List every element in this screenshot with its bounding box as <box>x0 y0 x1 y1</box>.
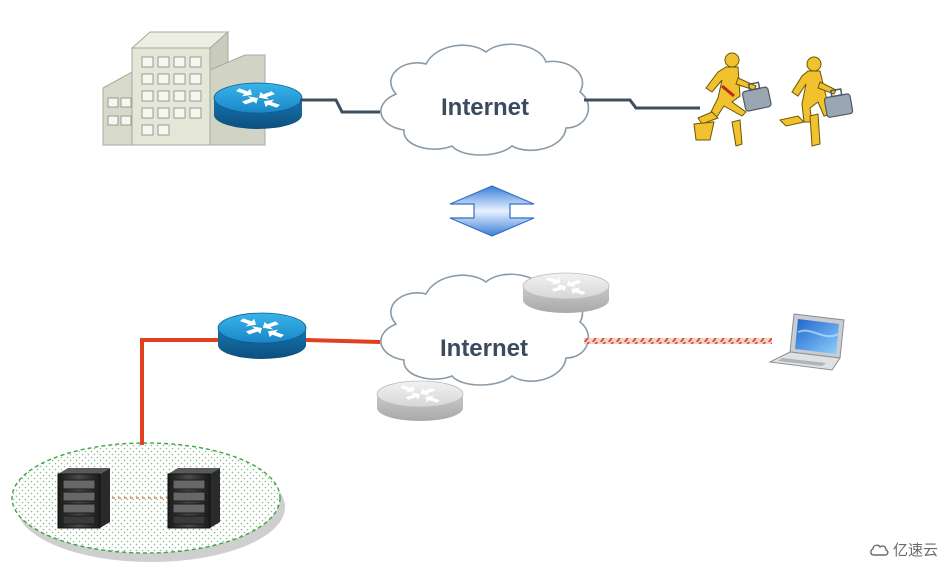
office-building-icon <box>102 30 266 146</box>
router-icon <box>217 312 307 359</box>
router-icon <box>213 82 303 129</box>
top-internet-label: Internet <box>441 94 529 121</box>
top-link-right <box>584 98 700 110</box>
vpn-tunnel <box>584 338 772 344</box>
vpn-link-lan-router <box>140 338 222 445</box>
watermark-text: 亿速云 <box>892 541 938 559</box>
router-icon <box>376 380 464 421</box>
internet-cloud-icon: Internet <box>380 43 590 156</box>
server-icon <box>167 468 220 529</box>
server-icon <box>57 468 110 529</box>
bottom-scene: Internet <box>11 272 845 562</box>
mobile-worker-icon <box>693 52 854 147</box>
bidirectional-arrow-icon <box>449 185 535 237</box>
brand-watermark: 亿速云 <box>869 539 938 560</box>
cloud-logo-icon <box>870 544 889 556</box>
bottom-internet-label: Internet <box>440 335 528 362</box>
laptop-icon <box>768 313 845 371</box>
lan-segment <box>11 442 285 562</box>
router-icon <box>522 272 610 313</box>
vpn-link-router-cloud <box>305 338 381 344</box>
top-scene: Internet <box>102 30 854 156</box>
top-link-left <box>300 98 380 114</box>
